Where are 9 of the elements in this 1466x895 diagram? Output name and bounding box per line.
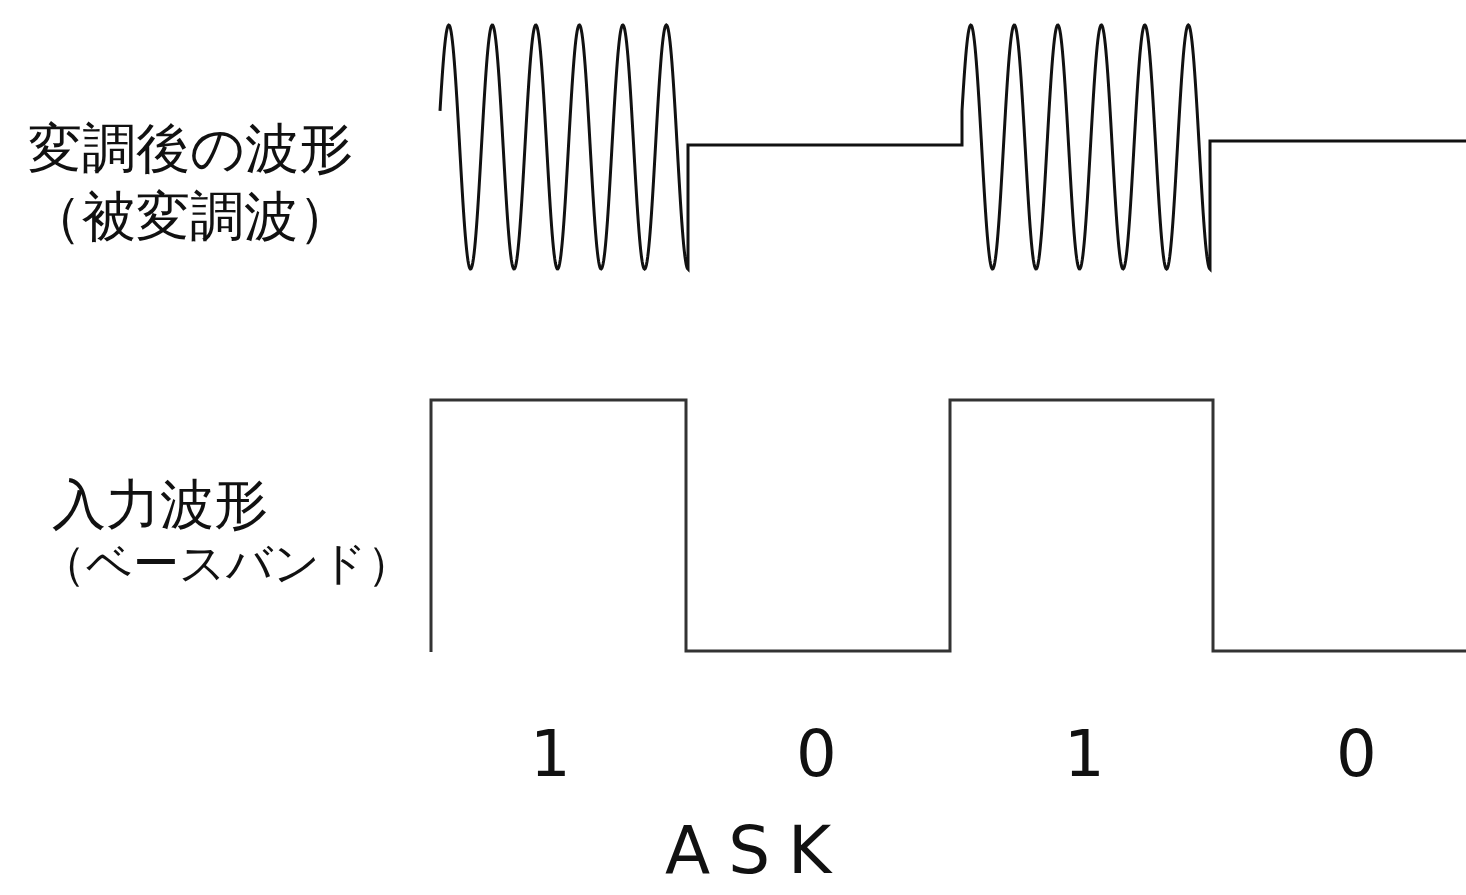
axis-label: （ベースバンド） (40, 540, 413, 586)
caption: ASK (665, 818, 850, 884)
axis-label: 変調後の波形 (28, 122, 353, 176)
bit-value: 0 (796, 722, 837, 786)
axis-label: 入力波形 (52, 478, 268, 532)
bit-value: 0 (1336, 722, 1377, 786)
bit-value: 1 (530, 722, 571, 786)
axis-label: （被変調波） (28, 190, 352, 244)
bit-value: 1 (1064, 722, 1105, 786)
